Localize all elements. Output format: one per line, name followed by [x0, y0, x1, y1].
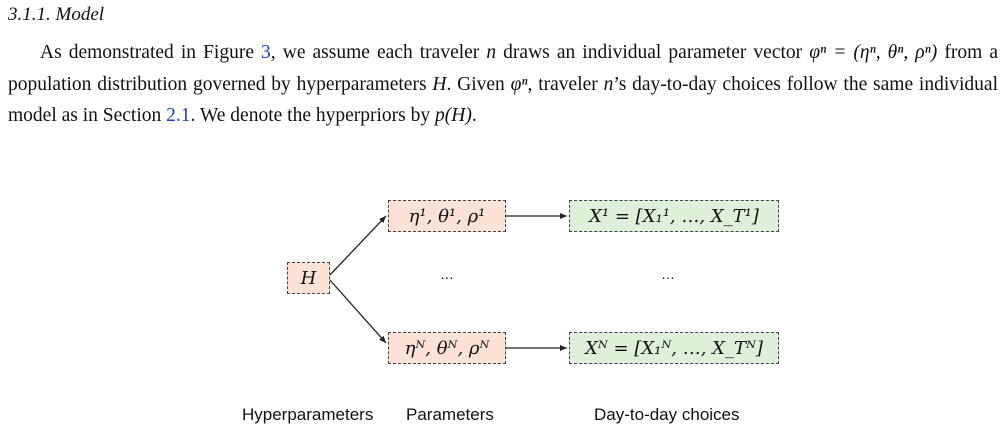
arrow-h-to-top	[328, 215, 387, 277]
section-title: 3.1.1. Model	[8, 4, 105, 25]
ellipsis-choices: …	[661, 266, 675, 282]
math-n: n	[603, 73, 614, 95]
math-phi: φⁿ	[510, 73, 528, 95]
text: . We denote the hyperpriors by	[190, 105, 435, 126]
choice-label-top: X¹ = [X₁¹, …, X_T¹]	[589, 205, 759, 227]
choice-label-bottom: Xᴺ = [X₁ᴺ, …, X_Tᴺ]	[585, 337, 763, 359]
parameter-label-bottom: ηᴺ, θᴺ, ρᴺ	[404, 337, 490, 359]
choice-box-top: X¹ = [X₁¹, …, X_T¹]	[569, 200, 779, 232]
hyperparameter-box: H	[287, 262, 330, 294]
caption-hyperparameters: Hyperparameters	[242, 405, 374, 424]
text: , we assume each traveler	[270, 42, 487, 63]
parameter-label-top: η¹, θ¹, ρ¹	[408, 205, 486, 227]
caption-parameters: Parameters	[406, 405, 494, 424]
math-n: n	[486, 42, 497, 63]
math-H: H	[432, 73, 447, 95]
section-link[interactable]: 2.1	[166, 105, 191, 126]
choice-box-bottom: Xᴺ = [X₁ᴺ, …, X_Tᴺ]	[569, 332, 779, 364]
ellipsis-parameters: …	[440, 266, 454, 282]
hyperparameter-label: H	[300, 267, 317, 289]
model-paragraph: As demonstrated in Figure 3, we assume e…	[8, 37, 998, 132]
text: , traveler	[527, 73, 604, 95]
text: .	[471, 105, 477, 126]
text: . Given	[446, 73, 511, 95]
parameter-box-top: η¹, θ¹, ρ¹	[388, 200, 506, 232]
parameter-box-bottom: ηᴺ, θᴺ, ρᴺ	[388, 332, 506, 364]
text: ’s day-to-day choices follow the same in…	[8, 73, 998, 127]
text: draws an individual parameter vector	[496, 42, 810, 63]
arrow-h-to-bottom	[328, 278, 387, 344]
text: As demonstrated in Figure	[40, 42, 262, 63]
caption-day-to-day-choices: Day-to-day choices	[594, 405, 740, 424]
math-phi-vector: φⁿ = (ηⁿ, θⁿ, ρⁿ)	[809, 42, 938, 63]
math-pH: p(H)	[435, 105, 472, 126]
figure-link[interactable]: 3	[261, 42, 271, 63]
text: from a population distribution governed …	[8, 42, 998, 95]
